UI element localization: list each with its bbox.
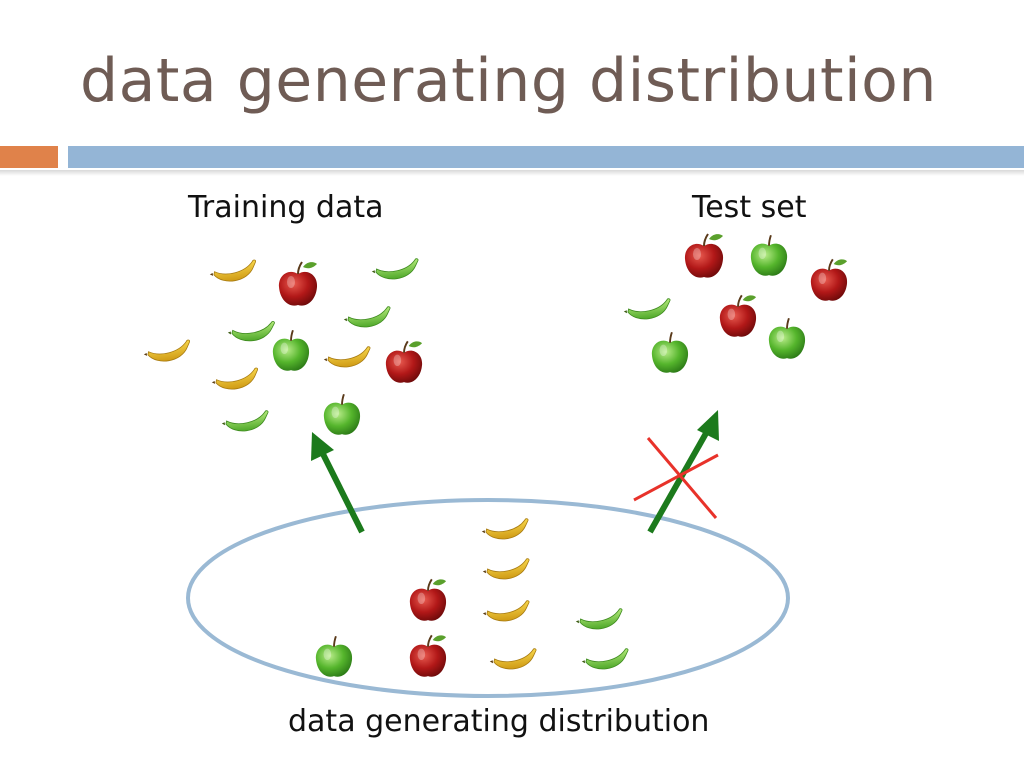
red-apple-icon: [718, 294, 758, 338]
red-apple-icon: [809, 258, 849, 302]
cross-icon: [633, 437, 719, 519]
red-apple-icon: [408, 578, 448, 622]
green-banana-icon: [370, 258, 421, 282]
red-apple-icon: [277, 261, 319, 307]
yellow-banana-icon: [488, 648, 539, 672]
training-data-label: Training data: [188, 190, 384, 225]
distribution-fruit-group: [314, 518, 631, 678]
title-underline-bar: [68, 146, 1024, 168]
slide-title: data generating distribution: [80, 46, 937, 116]
red-apple-icon: [384, 340, 424, 384]
green-apple-icon: [749, 234, 789, 277]
red-apple-icon: [683, 233, 725, 279]
green-banana-icon: [342, 306, 393, 330]
test-fruit-group: [622, 233, 849, 374]
yellow-banana-icon: [208, 259, 259, 285]
test-set-label: Test set: [692, 190, 807, 225]
green-apple-icon: [767, 317, 807, 360]
yellow-banana-icon: [480, 518, 531, 542]
green-apple-icon: [314, 635, 354, 678]
title-bar-shadow: [0, 170, 1024, 176]
green-banana-icon: [220, 410, 271, 434]
arrow-icon: [311, 432, 365, 534]
green-banana-icon: [622, 298, 673, 322]
yellow-banana-icon: [481, 600, 532, 624]
green-apple-icon: [271, 329, 311, 372]
yellow-banana-icon: [210, 367, 261, 393]
green-banana-icon: [580, 648, 631, 672]
yellow-banana-icon: [322, 346, 373, 370]
yellow-banana-icon: [481, 558, 532, 582]
green-apple-icon: [322, 393, 362, 436]
red-apple-icon: [408, 634, 448, 678]
title-accent-bar: [0, 146, 58, 168]
green-banana-icon: [574, 608, 625, 632]
training-fruit-group: [142, 258, 424, 436]
green-banana-icon: [226, 320, 277, 343]
distribution-label: data generating distribution: [288, 704, 710, 739]
yellow-banana-icon: [142, 339, 193, 365]
arrow-icon: [647, 410, 719, 534]
distribution-ellipse: [186, 498, 790, 698]
green-apple-icon: [650, 331, 690, 374]
